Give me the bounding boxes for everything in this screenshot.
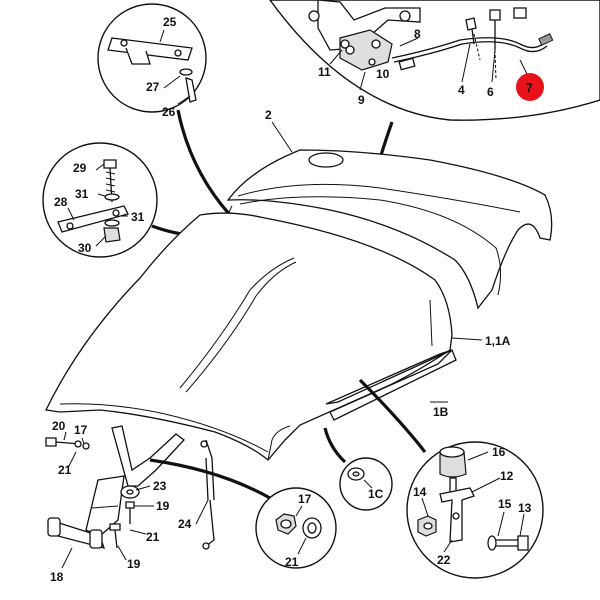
detail-circle-1c <box>339 457 393 511</box>
detail-circle-nut-washer <box>255 487 337 569</box>
callout-19-lower: 19 <box>127 557 141 571</box>
callout-17-circle: 17 <box>298 492 312 506</box>
callout-20: 20 <box>52 419 66 433</box>
callout-22: 22 <box>437 553 451 567</box>
callout-27: 27 <box>146 80 160 94</box>
callout-13: 13 <box>518 501 532 515</box>
callout-11: 11 <box>318 65 331 79</box>
callout-18: 18 <box>50 570 64 584</box>
callout-14: 14 <box>413 485 427 499</box>
callout-15: 15 <box>498 497 512 511</box>
leader-1c <box>323 427 347 464</box>
leader-hinge-to-circle <box>149 458 271 500</box>
callout-2: 2 <box>265 108 272 122</box>
detail-circle-bumper <box>406 441 544 579</box>
panel-1b <box>325 348 457 421</box>
callout-16: 16 <box>492 445 506 459</box>
callout-1-1a: 1,1A <box>485 334 511 348</box>
callout-17-left: 17 <box>74 423 88 437</box>
callout-9: 9 <box>358 93 365 107</box>
callout-7-highlight <box>516 73 544 101</box>
callout-21-left: 21 <box>58 463 72 477</box>
callout-23: 23 <box>153 479 167 493</box>
callout-30: 30 <box>78 241 92 255</box>
callout-26: 26 <box>162 105 176 119</box>
hinge-assembly <box>45 425 215 569</box>
detail-circle-latch <box>269 0 600 121</box>
callout-12: 12 <box>500 469 514 483</box>
callout-19-upper: 19 <box>156 499 170 513</box>
callout-29: 29 <box>73 161 87 175</box>
callout-21-middle: 21 <box>146 530 160 544</box>
leader-bumper <box>358 378 427 453</box>
callout-1b: 1B <box>433 405 449 419</box>
front-hood <box>45 212 453 461</box>
detail-circle-bracket <box>42 142 158 258</box>
callout-25: 25 <box>163 15 177 29</box>
detail-circle-hinge-plate <box>97 3 207 113</box>
callout-1c: 1C <box>368 487 384 501</box>
callout-28: 28 <box>54 195 68 209</box>
callout-10: 10 <box>376 67 390 81</box>
callout-31-lower: 31 <box>131 210 145 224</box>
callout-8: 8 <box>414 27 421 41</box>
callout-6: 6 <box>487 85 494 99</box>
leader-hinge-plate <box>176 109 232 217</box>
callout-31-upper: 31 <box>75 187 89 201</box>
callout-7: 7 <box>526 81 533 95</box>
callout-21-circle: 21 <box>285 555 299 569</box>
callout-4: 4 <box>458 83 465 97</box>
callout-24: 24 <box>178 517 192 531</box>
rear-cowl <box>225 149 553 310</box>
